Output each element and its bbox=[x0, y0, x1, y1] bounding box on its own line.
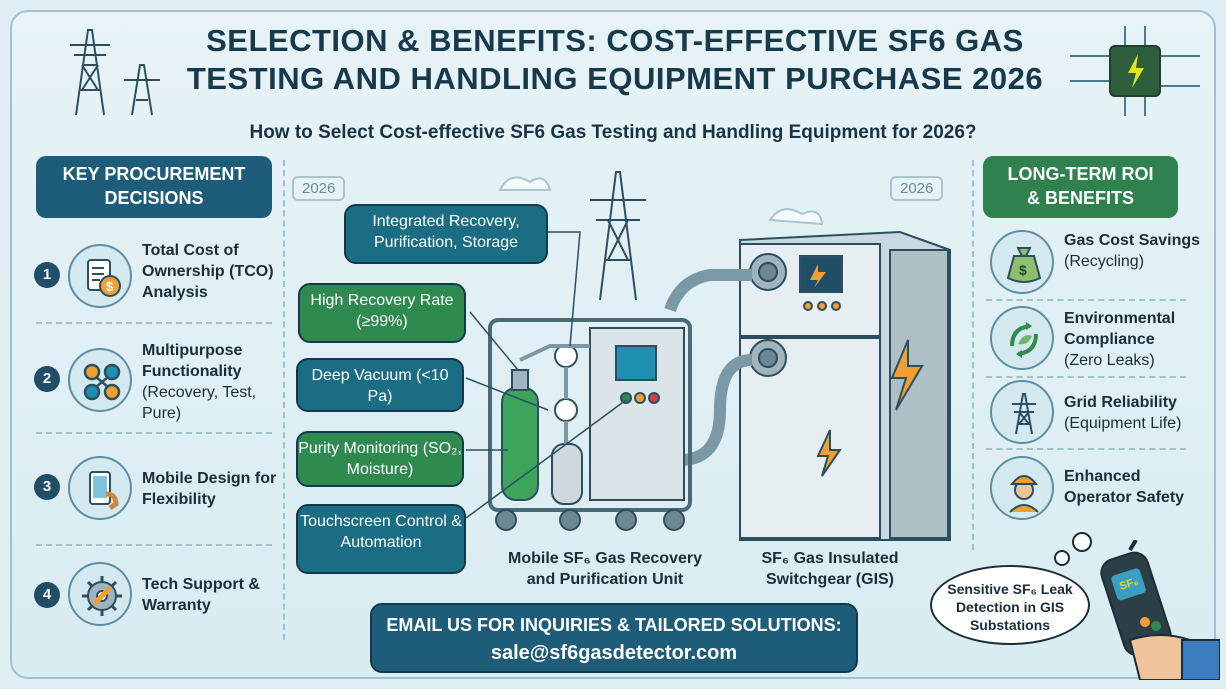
separator bbox=[986, 448, 1186, 450]
item-number: 1 bbox=[34, 262, 60, 288]
item-title: Tech Support & Warranty bbox=[142, 576, 260, 614]
bubble-tail bbox=[1054, 532, 1092, 566]
item-detail: (Recovery, Test, Pure) bbox=[142, 384, 257, 422]
gis-cabinet bbox=[739, 230, 951, 541]
item-detail: (Zero Leaks) bbox=[1064, 352, 1155, 369]
item-text: Grid Reliability (Equipment Life) bbox=[1064, 392, 1204, 434]
circuit-chip-icon bbox=[1070, 26, 1200, 116]
benefit-item-1: $ Gas Cost Savings (Recycling) bbox=[986, 226, 1200, 302]
procurement-item-2: 2 Multipurpose Functionality (Recovery, … bbox=[28, 330, 278, 430]
item-title: Enhanced Operator Safety bbox=[1064, 468, 1185, 506]
callout-recovery-rate: High Recovery Rate (≥99%) bbox=[298, 283, 466, 343]
gas-detector-icon: SF₆ bbox=[1100, 540, 1220, 680]
worker-helmet-icon bbox=[990, 456, 1054, 520]
right-heading-line-2: & BENEFITS bbox=[1026, 188, 1134, 208]
item-number: 2 bbox=[34, 366, 60, 392]
right-divider bbox=[972, 160, 974, 550]
caption-gis: SF₆ Gas Insulated Switchgear (GIS) bbox=[761, 550, 899, 588]
recovery-unit bbox=[488, 318, 692, 531]
separator bbox=[36, 544, 272, 546]
gear-wrench-icon bbox=[68, 562, 132, 626]
item-text: Tech Support & Warranty bbox=[142, 574, 282, 616]
tablet-hand-icon bbox=[68, 456, 132, 520]
benefit-item-4: Enhanced Operator Safety bbox=[986, 454, 1196, 530]
item-text: Gas Cost Savings (Recycling) bbox=[1064, 230, 1204, 272]
item-title: Environmental Compliance bbox=[1064, 310, 1176, 348]
transmission-tower-icon bbox=[70, 29, 160, 116]
item-title: Gas Cost Savings bbox=[1064, 232, 1201, 249]
item-text: Multipurpose Functionality (Recovery, Te… bbox=[142, 340, 282, 424]
item-title: Multipurpose Functionality bbox=[142, 342, 243, 380]
item-title: Grid Reliability bbox=[1064, 394, 1177, 411]
left-panel-heading: KEY PROCUREMENT DECISIONS bbox=[36, 156, 272, 218]
callout-purity-monitoring: Purity Monitoring (SO₂, Moisture) bbox=[296, 431, 464, 487]
year-badge-left: 2026 bbox=[292, 176, 346, 201]
contact-box: EMAIL US FOR INQUIRIES & TAILORED SOLUTI… bbox=[370, 603, 858, 673]
item-number: 3 bbox=[34, 474, 60, 500]
email-label: EMAIL US FOR INQUIRIES & TAILORED SOLUTI… bbox=[386, 615, 842, 635]
year-badge-right: 2026 bbox=[890, 176, 944, 201]
item-text: Total Cost of Ownership (TCO) Analysis bbox=[142, 240, 282, 303]
item-text: Environmental Compliance (Zero Leaks) bbox=[1064, 308, 1204, 371]
procurement-item-1: 1 $ Total Cost of Ownership (TCO) Analys… bbox=[28, 232, 278, 332]
svg-text:$: $ bbox=[106, 279, 114, 294]
money-bag-icon: $ bbox=[990, 230, 1054, 294]
item-text: Mobile Design for Flexibility bbox=[142, 468, 282, 510]
cycle-arrows-icon bbox=[68, 348, 132, 412]
item-text: Enhanced Operator Safety bbox=[1064, 466, 1204, 508]
separator bbox=[36, 432, 272, 434]
left-divider bbox=[283, 160, 285, 640]
title-line-2: TESTING AND HANDLING EQUIPMENT PURCHASE … bbox=[186, 61, 1044, 96]
callout-deep-vacuum: Deep Vacuum (<10 Pa) bbox=[296, 358, 464, 412]
right-heading-line-1: LONG-TERM ROI bbox=[1007, 164, 1154, 184]
recycle-leaf-icon bbox=[990, 306, 1054, 370]
right-panel-heading: LONG-TERM ROI & BENEFITS bbox=[983, 156, 1178, 218]
callout-integrated-recovery: Integrated Recovery, Purification, Stora… bbox=[344, 204, 548, 264]
item-detail: (Recycling) bbox=[1064, 253, 1145, 270]
equipment-illustration bbox=[465, 171, 951, 541]
transmission-tower-icon bbox=[990, 380, 1054, 444]
callout-touchscreen-control: Touchscreen Control & Automation bbox=[296, 504, 466, 574]
email-link[interactable]: sale@sf6gasdetector.com bbox=[490, 642, 738, 664]
detector-label: SF₆ bbox=[1118, 576, 1140, 593]
left-heading-line-1: KEY PROCUREMENT bbox=[62, 164, 246, 184]
item-title: Total Cost of Ownership (TCO) Analysis bbox=[142, 242, 274, 301]
separator bbox=[986, 299, 1186, 301]
title-line-1: SELECTION & BENEFITS: COST-EFFECTIVE SF6… bbox=[206, 23, 1024, 58]
benefit-item-3: Grid Reliability (Equipment Life) bbox=[986, 380, 1196, 456]
page-title: SELECTION & BENEFITS: COST-EFFECTIVE SF6… bbox=[150, 22, 1080, 98]
clipboard-dollar-icon: $ bbox=[68, 244, 132, 308]
separator bbox=[986, 376, 1186, 378]
item-title: Mobile Design for Flexibility bbox=[142, 470, 277, 508]
procurement-item-3: 3 Mobile Design for Flexibility bbox=[28, 440, 278, 540]
item-detail: (Equipment Life) bbox=[1064, 415, 1182, 432]
leak-detection-bubble: Sensitive SF₆ Leak Detection in GIS Subs… bbox=[930, 565, 1090, 645]
page-subtitle: How to Select Cost-effective SF6 Gas Tes… bbox=[249, 122, 977, 143]
separator bbox=[36, 322, 272, 324]
procurement-item-4: 4 Tech Support & Warranty bbox=[28, 552, 278, 652]
svg-text:$: $ bbox=[1019, 262, 1027, 278]
benefit-item-2: Environmental Compliance (Zero Leaks) bbox=[986, 304, 1196, 380]
caption-recovery-unit: Mobile SF₆ Gas Recovery and Purification… bbox=[508, 550, 702, 588]
left-heading-line-2: DECISIONS bbox=[104, 188, 204, 208]
item-number: 4 bbox=[34, 582, 60, 608]
